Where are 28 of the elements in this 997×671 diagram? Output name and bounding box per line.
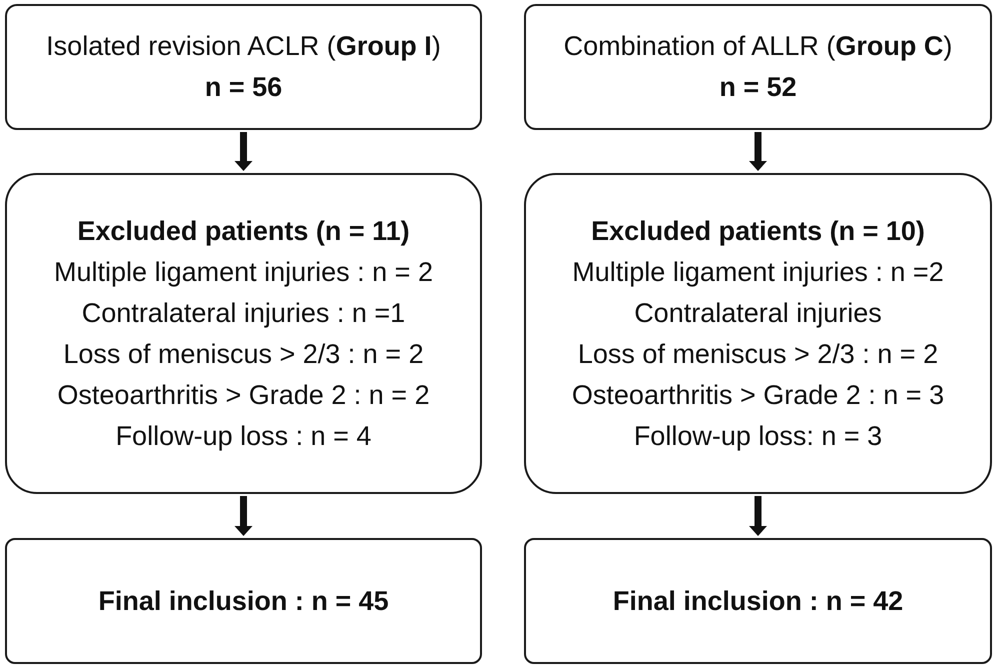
exclusion-reason: Osteoarthritis > Grade 2 : n = 2 [57,378,430,412]
exclusion-heading: Excluded patients (n = 11) [77,214,410,248]
exclusion-box [5,173,482,494]
exclusion-reason: Loss of meniscus > 2/3 : n = 2 [578,338,938,370]
arrow [234,132,252,171]
exclusion-reason: Contralateral injuries : n =1 [82,296,406,330]
exclusion-box [524,173,992,494]
sample-size: n = 52 [719,71,797,104]
sample-size: n = 56 [204,71,282,104]
exclusion-reason: Follow-up loss: n = 3 [634,420,882,453]
group-box [524,4,992,130]
final-count: Final inclusion : n = 42 [612,584,904,618]
group-title: Isolated revision ACLR (Group I) [46,30,441,63]
exclusion-reason: Contralateral injuries [634,296,882,330]
exclusion-reason: Multiple ligament injuries : n =2 [572,256,944,289]
inclusion-box [524,538,992,664]
group-title: Combination of ALLR (Group C) [564,30,952,63]
final-count: Final inclusion : n = 45 [98,584,389,618]
arrow [749,496,767,536]
exclusion-reason: Loss of meniscus > 2/3 : n = 2 [63,338,424,370]
exclusion-reason: Multiple ligament injuries : n = 2 [54,256,433,289]
exclusion-reason: Osteoarthritis > Grade 2 : n = 3 [572,378,944,412]
arrow [234,496,252,536]
group-box [5,4,482,130]
exclusion-heading: Excluded patients (n = 10) [591,214,925,248]
arrow [749,132,767,171]
inclusion-box [5,538,482,664]
exclusion-reason: Follow-up loss : n = 4 [116,420,372,453]
